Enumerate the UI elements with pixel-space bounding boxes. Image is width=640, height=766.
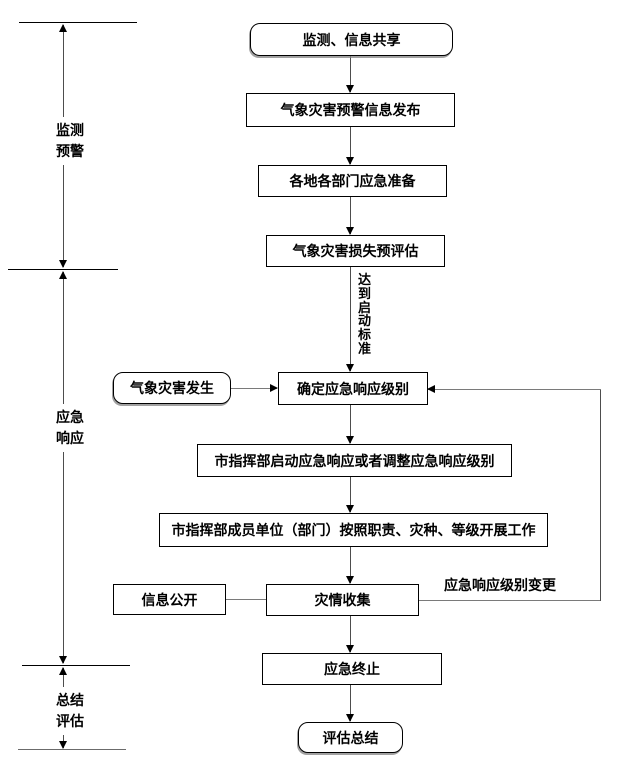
node-disaster-occurs: 气象灾害发生 <box>113 372 231 404</box>
arrow-start-to-warning <box>345 56 354 93</box>
feedback-line-bottom <box>419 600 601 601</box>
arrow-members-to-collection <box>345 547 354 584</box>
arrow-disaster-to-determine <box>231 383 278 392</box>
arrow-warning-to-preparation <box>345 127 354 165</box>
phase-label-monitoring: 监测 预警 <box>38 117 102 165</box>
arrow-preparation-to-assessment <box>345 197 354 235</box>
phase-axis-response <box>58 271 67 664</box>
line-collection-to-disclosure <box>226 599 266 600</box>
node-termination: 应急终止 <box>262 653 442 685</box>
arrow-termination-to-summary <box>345 685 354 722</box>
phase-evaluation-line2: 评估 <box>56 713 84 729</box>
phase-evaluation-line1: 总结 <box>56 692 84 708</box>
activation-criteria-label: 达到启动标准 <box>357 272 372 356</box>
phase-label-response: 应急 响应 <box>38 404 102 452</box>
arrow-assessment-to-determine <box>345 267 354 372</box>
phase-label-evaluation: 总结 评估 <box>38 687 102 735</box>
node-determine-level: 确定应急响应级别 <box>278 372 428 405</box>
node-warning-release: 气象灾害预警信息发布 <box>246 93 455 127</box>
node-start: 监测、信息共享 <box>250 23 453 56</box>
arrow-collection-to-termination <box>345 616 354 653</box>
feedback-label: 应急响应级别变更 <box>444 575 556 595</box>
feedback-line-vertical <box>600 389 601 601</box>
phase-response-line2: 响应 <box>56 430 84 446</box>
phase-response-line1: 应急 <box>56 409 84 425</box>
node-members-work: 市指挥部成员单位（部门）按照职责、灾种、等级开展工作 <box>159 513 548 547</box>
arrow-launch-to-members <box>345 477 354 513</box>
node-info-disclosure: 信息公开 <box>113 584 226 615</box>
node-launch-or-adjust: 市指挥部启动应急响应或者调整应急响应级别 <box>197 444 512 477</box>
phase-monitoring-line2: 预警 <box>56 143 84 159</box>
phase-tick-3 <box>22 665 130 666</box>
feedback-line-top <box>427 384 601 393</box>
phase-tick-top <box>19 22 137 23</box>
phase-tick-bottom <box>18 749 126 750</box>
arrow-determine-to-launch <box>345 405 354 444</box>
node-disaster-collection: 灾情收集 <box>266 584 419 616</box>
phase-monitoring-line1: 监测 <box>56 122 84 138</box>
node-preparation: 各地各部门应急准备 <box>258 165 447 197</box>
node-evaluation-summary: 评估总结 <box>298 722 403 753</box>
phase-tick-2 <box>8 269 118 270</box>
node-pre-assessment: 气象灾害损失预评估 <box>266 235 445 267</box>
